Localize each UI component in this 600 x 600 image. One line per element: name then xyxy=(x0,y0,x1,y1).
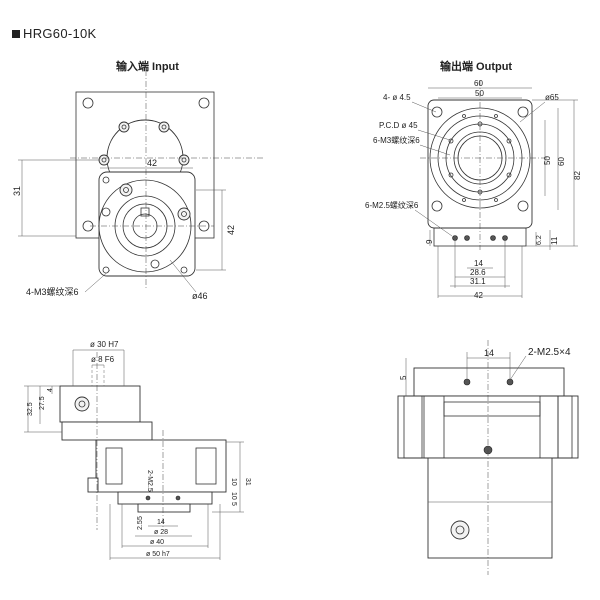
dim-50-top: 50 xyxy=(475,89,484,98)
side-dim-5: 5 xyxy=(230,502,237,506)
dim-6-2: 6.2 xyxy=(536,235,543,245)
dim-dia46: ø46 xyxy=(192,291,208,301)
input-flange xyxy=(98,171,196,277)
dim-9: 9 xyxy=(425,239,434,244)
side-dim-30h7: ø 30 H7 xyxy=(90,340,119,349)
output-housing xyxy=(427,99,533,229)
dim-14-bottom: 14 xyxy=(474,259,483,268)
label-pcd: P.C.D ø 45 xyxy=(379,121,418,130)
plate-hole xyxy=(82,97,94,109)
label-6-m25: 6-M2.5螺纹深6 xyxy=(365,200,419,210)
front-callout-2-m25x4: 2-M2.5×4 xyxy=(528,347,571,358)
drawing-title: HRG60-10K xyxy=(12,26,97,41)
side-view: ø 30 H7 ø 8 F6 4 27.5 32.5 2-M2.5 31 10 … xyxy=(24,340,251,560)
input-view-label: 输入端 Input xyxy=(116,61,179,73)
side-dim-27-5: 27.5 xyxy=(39,396,46,410)
output-view-label: 输出端 Output xyxy=(440,61,513,73)
front-view: 14 2-M2.5×4 5 xyxy=(397,340,579,575)
screw-head xyxy=(118,121,130,133)
dim-60-top: 60 xyxy=(474,79,483,88)
dim-28-6: 28.6 xyxy=(470,268,486,277)
label-4-holes: 4- ø 4.5 xyxy=(383,93,411,102)
dim-11: 11 xyxy=(550,236,559,245)
corner-screw xyxy=(119,183,133,197)
dim-50-right: 50 xyxy=(543,156,552,165)
side-dim-8f6: ø 8 F6 xyxy=(91,355,115,364)
side-dim-31: 31 xyxy=(244,478,251,486)
dim-42-top: 42 xyxy=(147,158,157,168)
side-dim-5b: 5 xyxy=(137,516,144,520)
side-dim-2-5: 2.5 xyxy=(137,520,144,530)
front-lower-body xyxy=(427,457,553,559)
side-label-2-m25: 2-M2.5 xyxy=(146,470,153,492)
front-top-block xyxy=(413,367,565,397)
side-dim-10a: 10 xyxy=(230,478,237,486)
dim-42-bottom: 42 xyxy=(474,291,483,300)
side-dim-10b: 10 xyxy=(230,492,237,500)
label-6-m3: 6-M3螺纹深6 xyxy=(373,135,420,145)
side-dim-14: 14 xyxy=(157,519,165,526)
front-dim-5: 5 xyxy=(399,375,408,380)
title-text: HRG60-10K xyxy=(23,26,97,41)
screw-head xyxy=(98,154,110,166)
dim-60-right: 60 xyxy=(557,157,566,166)
side-dim-28: ø 28 xyxy=(154,529,168,536)
side-dim-4: 4 xyxy=(47,388,54,392)
output-view: 60 50 4- ø 4.5 ø65 P.C.D ø 45 6-M3螺纹深6 6… xyxy=(365,79,582,300)
callout-4-m3: 4-M3螺纹深6 xyxy=(26,286,79,297)
dim-31: 31 xyxy=(12,186,22,196)
corner-screw xyxy=(177,207,191,221)
dim-42-right: 42 xyxy=(226,225,236,235)
dim-31-1: 31.1 xyxy=(470,277,486,286)
side-dim-32-5: 32.5 xyxy=(27,402,34,416)
side-upper-block xyxy=(59,385,141,423)
dim-82-right: 82 xyxy=(573,171,582,180)
input-view: 42 42 31 ø46 4-M3螺纹深6 xyxy=(12,70,264,301)
side-gear-body xyxy=(95,439,227,493)
label-dia65: ø65 xyxy=(545,93,559,102)
plate-hole xyxy=(198,97,210,109)
front-dim-14: 14 xyxy=(484,348,494,358)
side-output-shaft xyxy=(117,491,213,505)
side-dim-50h7: ø 50 h7 xyxy=(146,551,170,558)
screw-head xyxy=(178,154,190,166)
keyway xyxy=(140,207,150,217)
screw-head xyxy=(158,121,170,133)
square-bullet-icon xyxy=(12,29,20,38)
side-dim-40: ø 40 xyxy=(150,539,164,546)
